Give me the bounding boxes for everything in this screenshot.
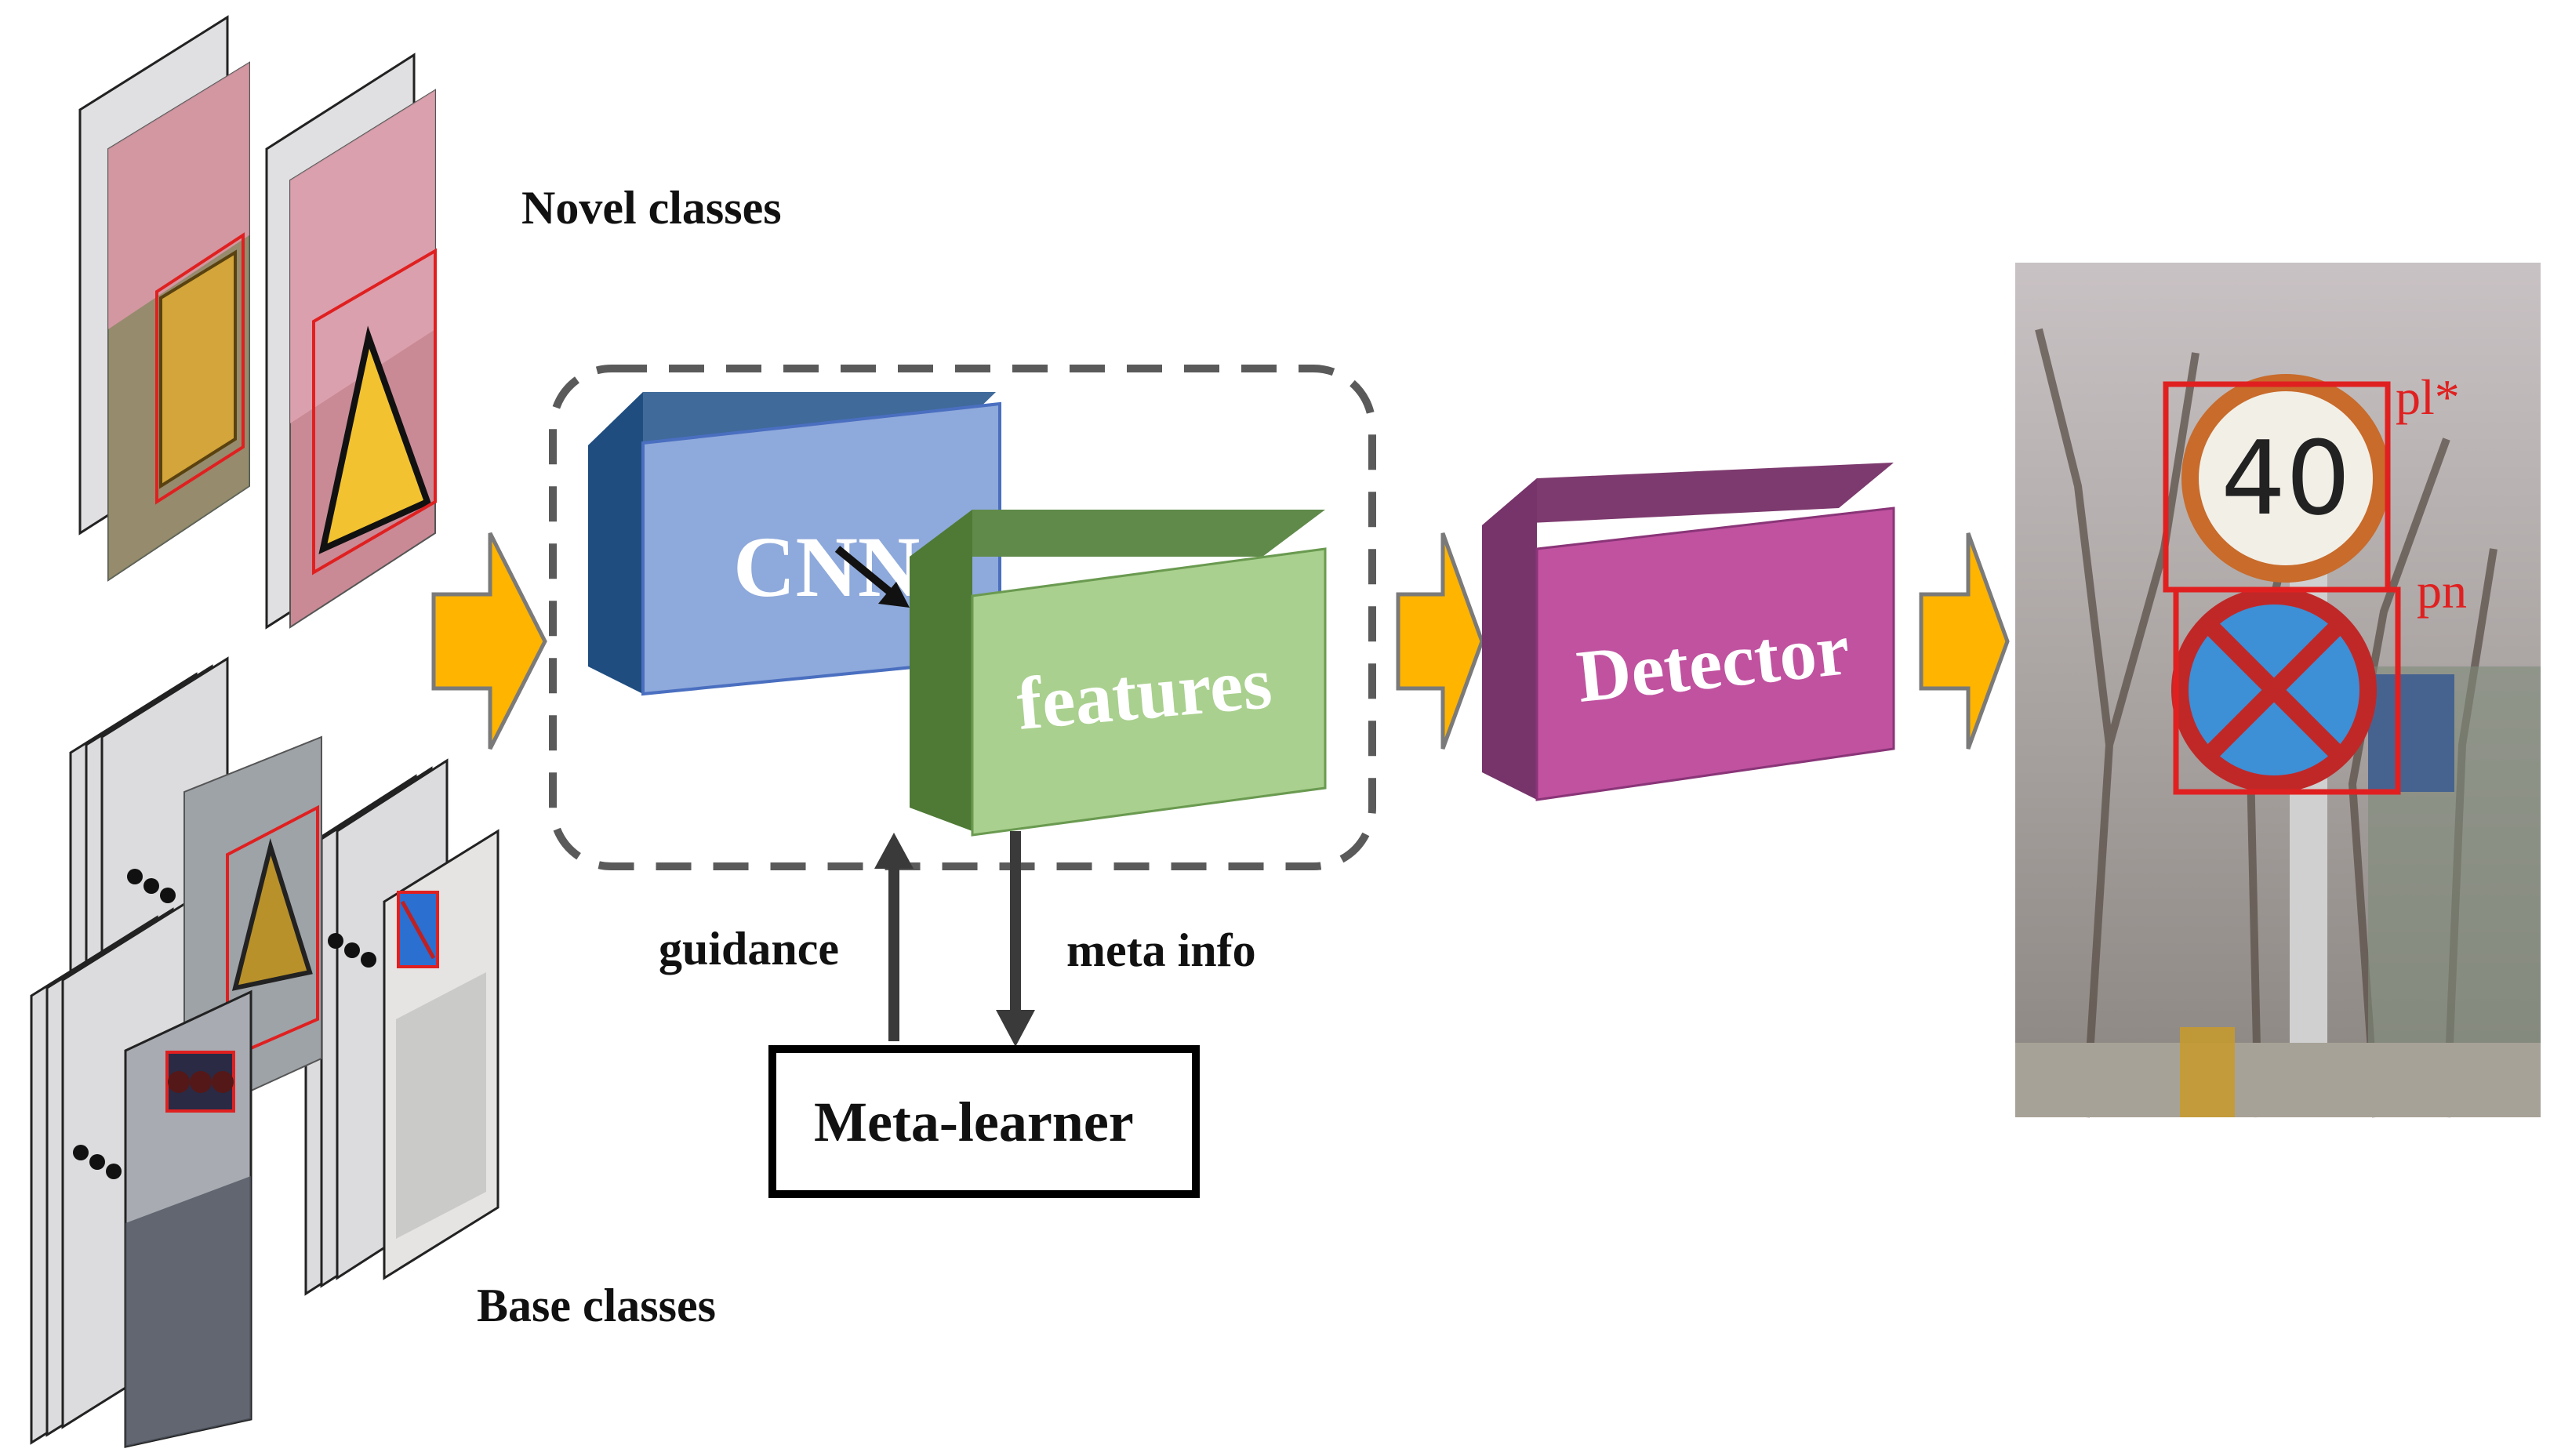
sidewalk (2015, 1043, 2541, 1117)
no-parking-cross (400, 900, 436, 960)
detection-bbox-pn (2173, 586, 2401, 795)
traffic-light-lamp (168, 1071, 190, 1093)
sign-bbox (155, 232, 245, 505)
traffic-light-lamp (190, 1071, 212, 1093)
cnn-to-features-arrow (834, 546, 893, 595)
novel-classes-label: Novel classes (521, 182, 782, 234)
base-class-images (30, 656, 499, 1448)
cnn-to-features-arrowhead (878, 582, 910, 608)
features-box-front (971, 547, 1327, 837)
blossom-texture (108, 63, 249, 329)
warning-sign-plate (159, 249, 237, 489)
detection-label-pn: pn (2417, 563, 2467, 619)
yellow-barrier (2180, 1027, 2235, 1117)
features-block: features (910, 510, 1327, 837)
meta-info-arrowhead (996, 1010, 1035, 1047)
meta-info-label: meta info (1066, 924, 1256, 976)
flow-arrow-to-detector (1396, 532, 1484, 750)
speed-limit-value: 40 (2221, 419, 2350, 538)
flow-arrow-input (431, 532, 547, 750)
pole-texture (396, 972, 486, 1239)
blossom-texture (290, 90, 435, 423)
cnn-box-side (588, 392, 643, 694)
detector-box-top (1482, 463, 1894, 525)
ellipsis-dots (73, 869, 376, 1179)
street-sign-blue (2368, 674, 2454, 792)
novel-class-images (78, 15, 437, 630)
no-stopping-cross (2201, 617, 2347, 763)
detector-block: Detector (1482, 463, 1895, 801)
traffic-light-lamp (212, 1071, 234, 1093)
flow-arrow-to-output (1919, 532, 2010, 750)
meta-learner-box (768, 1045, 1200, 1198)
triangle-sign (231, 837, 313, 991)
sign-bbox (312, 248, 437, 576)
sign-bbox (226, 804, 319, 1062)
base-classes-label: Base classes (477, 1280, 716, 1331)
pedestrian-warning-sign (318, 325, 432, 554)
guidance-arrowhead (874, 833, 914, 869)
features-box-top (910, 510, 1325, 557)
guidance-label: guidance (659, 923, 839, 975)
detection-label-pl: pl* (2396, 369, 2460, 425)
detection-output-image: 40 pl* pn (2015, 263, 2541, 1118)
tree-texture (125, 1176, 251, 1447)
features-box-side (910, 510, 972, 831)
detector-box-front (1535, 507, 1895, 801)
detector-box-side (1482, 478, 1537, 800)
feature-extraction-frame (549, 365, 1376, 870)
meta-learner-label: Meta-learner (814, 1091, 1134, 1153)
